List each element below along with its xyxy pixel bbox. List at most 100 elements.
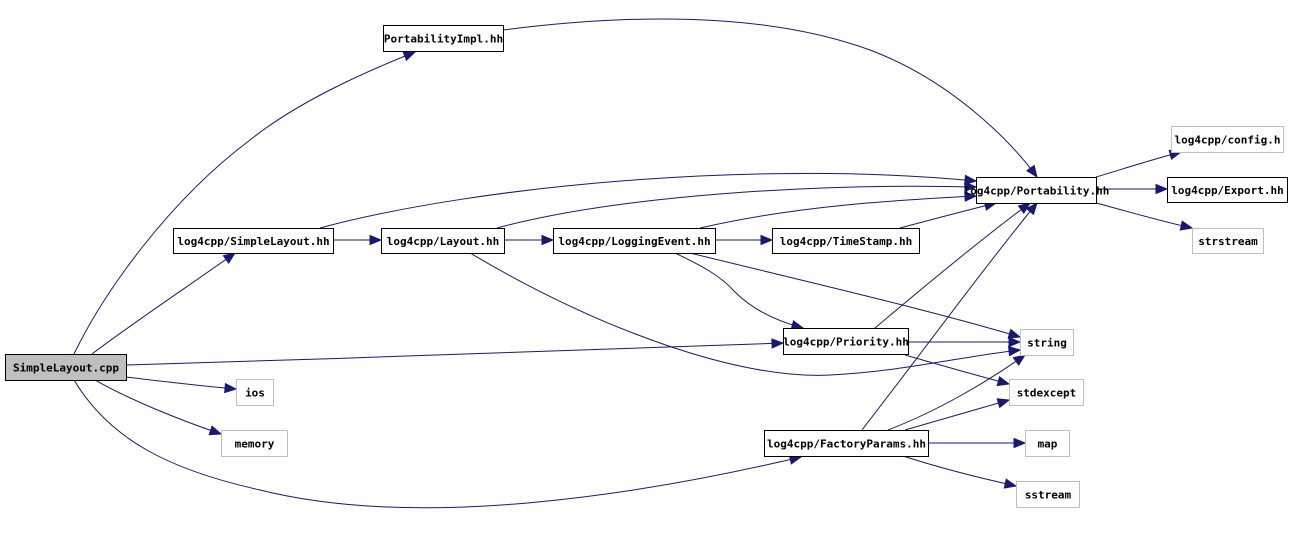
- node-label: log4cpp/TimeStamp.hh: [780, 235, 912, 248]
- node-box: [1167, 177, 1288, 203]
- arrowhead-icon: [208, 425, 223, 436]
- edge-simplelayout_cpp-to-simplelayout_hh: [91, 252, 237, 355]
- edge-line: [94, 379, 222, 435]
- edge-portability_hh-to-config_h: [1095, 149, 1183, 178]
- node-config_h: log4cpp/config.h: [1171, 126, 1284, 153]
- edge-simplelayout_cpp-to-priority_hh: [125, 338, 785, 366]
- node-label: PortabilityImpl.hh: [384, 33, 503, 46]
- edge-line: [861, 202, 1038, 431]
- edge-line: [904, 399, 1010, 431]
- node-box: [772, 228, 920, 254]
- edge-layout_hh-to-loggingevent_hh: [504, 234, 555, 246]
- edge-simplelayout_hh-to-portability_hh: [319, 172, 978, 229]
- arrowhead-icon: [964, 174, 978, 186]
- arrowhead-icon: [541, 234, 555, 246]
- arrowhead-icon: [224, 382, 238, 394]
- edge-portability_hh-to-strstream: [1095, 202, 1194, 231]
- node-portability_hh[interactable]: log4cpp/Portability.hh: [964, 177, 1110, 204]
- node-sstream: sstream: [1016, 481, 1080, 508]
- edge-line: [887, 354, 1026, 431]
- node-box: [1192, 228, 1264, 254]
- node-box: [236, 379, 274, 406]
- edge-factoryparams_hh-to-string: [887, 354, 1027, 431]
- edge-line: [73, 379, 802, 509]
- node-label: memory: [235, 438, 275, 451]
- arrowhead-icon: [222, 252, 237, 264]
- arrowhead-icon: [1013, 437, 1027, 449]
- edge-factoryparams_hh-to-stdexcept: [904, 398, 1011, 431]
- node-loggingevent_hh[interactable]: log4cpp/LoggingEvent.hh: [553, 228, 716, 254]
- node-label: log4cpp/LoggingEvent.hh: [558, 235, 710, 248]
- edge-line: [699, 195, 977, 229]
- node-label: string: [1027, 337, 1067, 350]
- edge-loggingevent_hh-to-timestamp_hh: [715, 234, 774, 246]
- node-box: [764, 430, 929, 457]
- node-portabilityimpl[interactable]: PortabilityImpl.hh: [383, 25, 504, 52]
- edge-line: [469, 252, 1021, 376]
- arrowhead-icon: [1179, 220, 1194, 231]
- node-box: [221, 430, 288, 457]
- node-priority_hh[interactable]: log4cpp/Priority.hh: [783, 328, 909, 355]
- node-label: SimpleLayout.cpp: [13, 362, 119, 375]
- node-map: map: [1025, 430, 1070, 457]
- edge-line: [73, 51, 416, 355]
- edge-line: [496, 185, 977, 229]
- arrowhead-icon: [996, 398, 1011, 409]
- edge-line: [1095, 202, 1193, 229]
- arrowhead-icon: [1012, 354, 1027, 366]
- edge-simplelayout_cpp-to-memory: [94, 379, 223, 436]
- edge-line: [674, 252, 804, 329]
- edges-layer: [73, 18, 1194, 509]
- arrowhead-icon: [1003, 478, 1018, 489]
- node-label: strstream: [1198, 235, 1258, 248]
- node-timestamp_hh[interactable]: log4cpp/TimeStamp.hh: [772, 228, 920, 254]
- node-label: log4cpp/SimpleLayout.hh: [177, 235, 329, 248]
- node-memory: memory: [221, 430, 288, 457]
- node-box: [5, 354, 127, 381]
- edge-simplelayout_hh-to-layout_hh: [333, 234, 383, 246]
- edge-simplelayout_cpp-to-ios: [125, 376, 238, 394]
- node-box: [381, 228, 505, 254]
- edge-factoryparams_hh-to-sstream: [902, 455, 1018, 489]
- node-box: [976, 177, 1097, 204]
- node-simplelayout_hh[interactable]: log4cpp/SimpleLayout.hh: [173, 228, 334, 254]
- edge-line: [125, 342, 784, 366]
- node-layout_hh[interactable]: log4cpp/Layout.hh: [381, 228, 505, 254]
- arrowhead-icon: [771, 338, 785, 349]
- edge-factoryparams_hh-to-map: [928, 437, 1027, 449]
- node-label: log4cpp/Priority.hh: [783, 336, 909, 349]
- arrowhead-icon: [1008, 336, 1022, 348]
- node-ios: ios: [236, 379, 274, 406]
- node-simplelayout_cpp[interactable]: SimpleLayout.cpp: [5, 354, 127, 381]
- node-string: string: [1020, 329, 1074, 356]
- edge-layout_hh-to-portability_hh: [496, 181, 978, 229]
- node-box: [553, 228, 716, 254]
- edge-loggingevent_hh-to-portability_hh: [699, 191, 978, 229]
- edge-loggingevent_hh-to-string: [689, 252, 1022, 339]
- node-box: [1016, 481, 1080, 508]
- edge-layout_hh-to-string: [469, 252, 1022, 376]
- edge-factoryparams_hh-to-portability_hh: [861, 201, 1038, 431]
- node-label: log4cpp/Export.hh: [1171, 184, 1284, 197]
- edge-timestamp_hh-to-portability_hh: [899, 200, 998, 229]
- node-stdexcept: stdexcept: [1009, 379, 1084, 406]
- node-box: [383, 25, 504, 52]
- node-factoryparams_hh[interactable]: log4cpp/FactoryParams.hh: [764, 430, 929, 457]
- edge-line: [1095, 151, 1182, 178]
- arrowhead-icon: [1025, 164, 1038, 179]
- edge-line: [902, 455, 1017, 487]
- node-box: [1171, 126, 1284, 153]
- arrowhead-icon: [964, 181, 978, 192]
- edge-simplelayout_cpp-to-factoryparams_hh: [73, 379, 803, 509]
- node-label: log4cpp/Portability.hh: [964, 185, 1110, 198]
- node-box: [783, 328, 909, 355]
- arrowhead-icon: [1007, 328, 1022, 339]
- edge-line: [502, 18, 1038, 178]
- arrowhead-icon: [964, 191, 978, 202]
- node-box: [1009, 379, 1084, 406]
- node-export_hh[interactable]: log4cpp/Export.hh: [1167, 177, 1288, 203]
- edge-portability_hh-to-export_hh: [1095, 183, 1169, 195]
- edge-priority_hh-to-stdexcept: [904, 354, 1011, 387]
- edge-priority_hh-to-string: [907, 336, 1022, 348]
- arrowhead-icon: [369, 234, 383, 246]
